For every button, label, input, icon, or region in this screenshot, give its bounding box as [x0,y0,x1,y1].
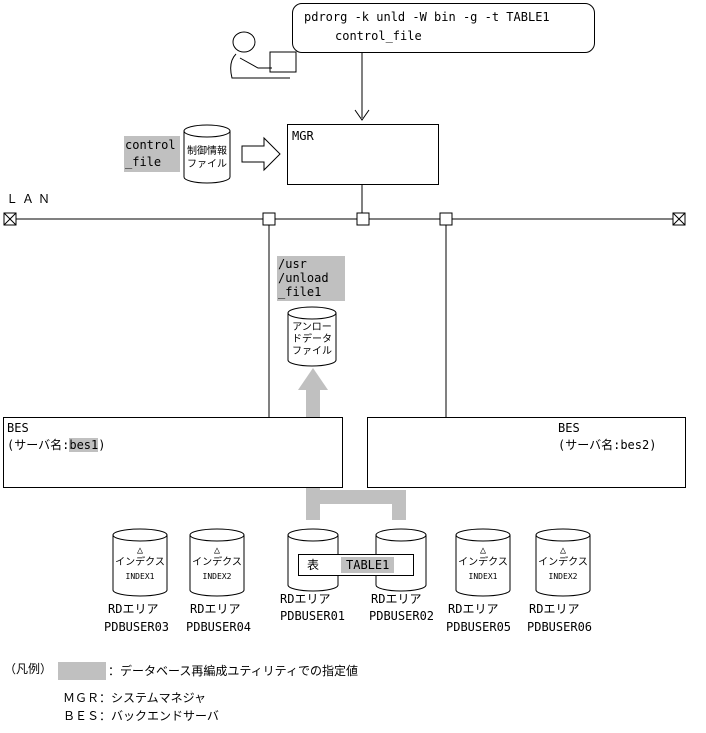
cyl-mark: △ [213,545,221,556]
bes2-title: BES [558,421,580,435]
lan-node [356,212,370,226]
rd-name: PDBUSER01 [280,609,346,623]
table-name: TABLE1 [341,557,395,573]
rd-label: RDエリア [448,602,499,616]
bes1-title: BES [7,421,29,435]
cyl-index: INDEX2 [548,572,578,581]
mgr-label: MGR [292,129,314,143]
control-file-label1: 制御情報 [187,146,227,157]
rd-name: PDBUSER05 [446,620,512,634]
bes1-box: BES (サーバ名:bes1) [3,417,343,488]
rd-cylinder-pdbuser05 [455,528,511,597]
rd-label: RDエリア [529,602,580,616]
cyl-index: INDEX1 [125,572,155,581]
rd-cylinder-pdbuser06 [535,528,591,597]
table-box: 表 TABLE1 [298,554,414,576]
lan-label: ＬＡＮ [6,192,55,206]
rd-name: PDBUSER04 [186,620,252,634]
control-param-line1: control [125,138,176,152]
bes1-server-name: bes1 [69,438,99,452]
bes2-server: (サーバ名:bes2) [558,438,657,452]
rd-name: PDBUSER06 [527,620,593,634]
bes1-server: (サーバ名:bes1) [7,437,105,453]
command-line2: control_file [335,29,422,43]
control-file-label2: ファイル [187,159,227,170]
cyl-type: インデクス [115,557,165,568]
legend-mgr: ＭＧＲ：システムマネジャ [63,691,207,705]
unload-path-line1: /usr [278,257,307,271]
control-param-line2: _file [125,155,162,169]
cyl-mark: △ [559,545,567,556]
control-file-param: control _file [124,136,180,172]
unload-path-param: /usr /unload _file1 [277,256,345,301]
cyl-type: インデクス [458,557,508,568]
rd-cylinder-pdbuser03 [112,528,168,597]
lan-terminator-left [3,212,17,226]
legend-highlight-desc: ：データベース再編成ユティリティでの指定値 [108,664,358,678]
rd-cylinder-pdbuser04 [189,528,245,597]
control-file-cylinder [183,124,231,184]
hollow-right-arrow [241,136,281,172]
unload-path-line3: _file1 [278,285,322,299]
unload-file-label3: ファイル [292,346,332,357]
command-line1: pdrorg -k unld -W bin -g -t TABLE1 [304,10,550,24]
rd-name: PDBUSER02 [369,609,435,623]
legend-highlight-swatch [58,662,106,680]
cyl-mark: △ [136,545,144,556]
bes1-server-prefix: (サーバ名: [7,438,70,452]
mgr-box: MGR [287,124,439,185]
cyl-index: INDEX2 [202,572,232,581]
rd-label: RDエリア [371,592,422,606]
bes1-server-suffix: ) [98,438,106,452]
command-bubble: pdrorg -k unld -W bin -g -t TABLE1 contr… [292,3,595,53]
unload-file-label2: ドデータ [292,334,332,345]
user-icon [230,31,297,79]
lan-node [262,212,276,226]
table-kanji: 表 [307,558,320,572]
legend-bes: ＢＥＳ：バックエンドサーバ [63,709,219,723]
unload-path-line2: /unload [278,271,329,285]
unload-file-cylinder [287,306,337,367]
lan-terminator-right [672,212,686,226]
legend-title: （凡例） [4,662,53,676]
rd-label: RDエリア [280,592,331,606]
cyl-mark: △ [479,545,487,556]
rd-label: RDエリア [190,602,241,616]
cyl-type: インデクス [192,557,242,568]
rd-name: PDBUSER03 [104,620,170,634]
unload-file-label1: アンロー [292,322,332,333]
cyl-index: INDEX1 [468,572,498,581]
bes2-box: BES (サーバ名:bes2) [367,417,686,488]
cyl-type: インデクス [538,557,588,568]
lan-node [439,212,453,226]
rd-label: RDエリア [108,602,159,616]
